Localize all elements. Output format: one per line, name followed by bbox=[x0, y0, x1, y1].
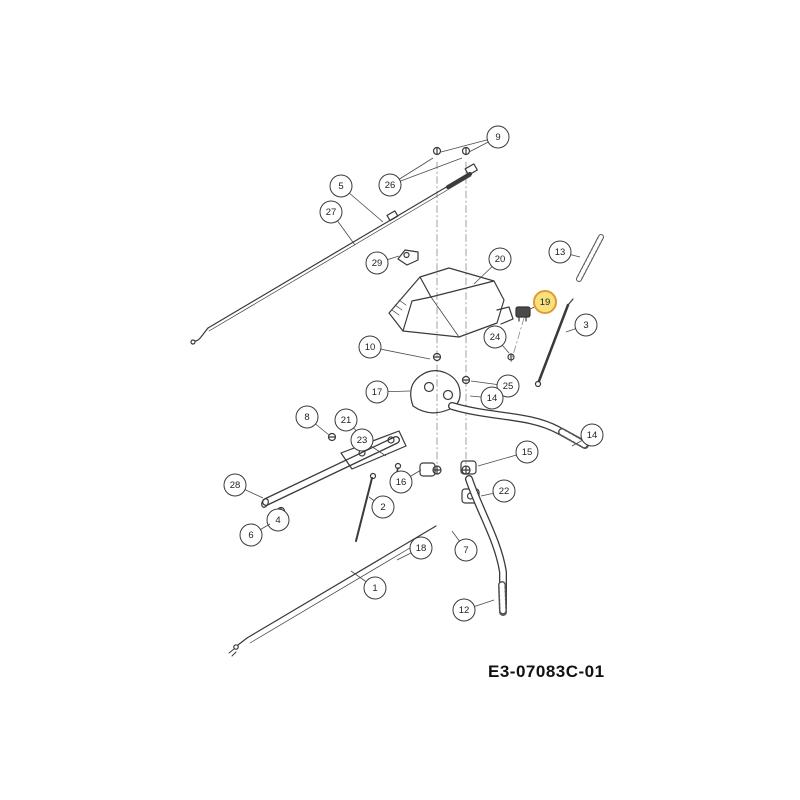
callout-number-20: 20 bbox=[495, 254, 506, 265]
lower-cable bbox=[228, 525, 437, 657]
callout-23: 23 bbox=[350, 428, 374, 452]
callout-24: 24 bbox=[483, 325, 507, 349]
rod bbox=[534, 298, 574, 388]
callout-1: 1 bbox=[363, 576, 387, 600]
handle-bracket bbox=[410, 370, 461, 414]
callout-29: 29 bbox=[365, 251, 389, 275]
callout-number-9: 9 bbox=[495, 132, 500, 143]
callout-19: 19 bbox=[533, 290, 557, 314]
diagram-code: E3-07083C-01 bbox=[488, 662, 605, 681]
callout-number-22: 22 bbox=[499, 486, 510, 497]
callout-number-24: 24 bbox=[490, 332, 501, 343]
callout-26: 26 bbox=[378, 173, 402, 197]
highlighted-part bbox=[515, 306, 531, 322]
callout-10: 10 bbox=[358, 335, 382, 359]
callout-number-21: 21 bbox=[341, 415, 352, 426]
callout-number-12: 12 bbox=[459, 605, 470, 616]
callout-15: 15 bbox=[515, 440, 539, 464]
callout-20: 20 bbox=[488, 247, 512, 271]
callout-12: 12 bbox=[452, 598, 476, 622]
callout-number-5: 5 bbox=[338, 181, 343, 192]
callout-3: 3 bbox=[574, 313, 598, 337]
callout-number-10: 10 bbox=[365, 342, 376, 353]
callout-14: 14 bbox=[480, 386, 504, 410]
callout-13: 13 bbox=[548, 240, 572, 264]
callout-number-27: 27 bbox=[326, 207, 337, 218]
callout-27: 27 bbox=[319, 200, 343, 224]
callout-number-13: 13 bbox=[555, 247, 566, 258]
callout-22: 22 bbox=[492, 479, 516, 503]
callout-number-29: 29 bbox=[372, 258, 383, 269]
top-bolts bbox=[432, 146, 471, 156]
callout-21: 21 bbox=[334, 408, 358, 432]
callout-number-19: 19 bbox=[540, 297, 551, 308]
callout-7: 7 bbox=[454, 538, 478, 562]
callout-28: 28 bbox=[223, 473, 247, 497]
callout-leader-26 bbox=[389, 157, 463, 186]
callout-number-8: 8 bbox=[304, 412, 309, 423]
callout-number-15: 15 bbox=[522, 447, 533, 458]
handlebar-right bbox=[448, 402, 589, 449]
callout-2: 2 bbox=[371, 495, 395, 519]
callout-number-7: 7 bbox=[463, 545, 468, 556]
control-panel bbox=[388, 267, 514, 338]
callout-number-18: 18 bbox=[416, 543, 427, 554]
callout-number-25: 25 bbox=[503, 381, 514, 392]
callout-number-4: 4 bbox=[275, 515, 280, 526]
callout-14: 14 bbox=[580, 423, 604, 447]
spring bbox=[576, 234, 604, 282]
upper-cable bbox=[190, 163, 478, 345]
callout-18: 18 bbox=[409, 536, 433, 560]
callout-number-28: 28 bbox=[230, 480, 241, 491]
callout-number-2: 2 bbox=[380, 502, 385, 513]
callout-25: 25 bbox=[496, 374, 520, 398]
callout-number-23: 23 bbox=[357, 435, 368, 446]
callout-17: 17 bbox=[365, 380, 389, 404]
handlebar-lower-right bbox=[465, 475, 507, 616]
bracket-part bbox=[397, 249, 419, 266]
construction-lines bbox=[436, 161, 525, 477]
callout-number-16: 16 bbox=[396, 477, 407, 488]
callout-4: 4 bbox=[266, 508, 290, 532]
callout-16: 16 bbox=[389, 470, 413, 494]
callout-number-17: 17 bbox=[372, 387, 383, 398]
callout-5: 5 bbox=[329, 174, 353, 198]
callout-number-26: 26 bbox=[385, 180, 396, 191]
callout-number-14: 14 bbox=[487, 393, 498, 404]
callout-number-3: 3 bbox=[583, 320, 588, 331]
left-arm bbox=[261, 430, 407, 527]
callout-6: 6 bbox=[239, 523, 263, 547]
callout-number-6: 6 bbox=[248, 530, 253, 541]
callout-number-14: 14 bbox=[587, 430, 598, 441]
callout-9: 9 bbox=[486, 125, 510, 149]
callout-8: 8 bbox=[295, 405, 319, 429]
callout-number-1: 1 bbox=[372, 583, 377, 594]
